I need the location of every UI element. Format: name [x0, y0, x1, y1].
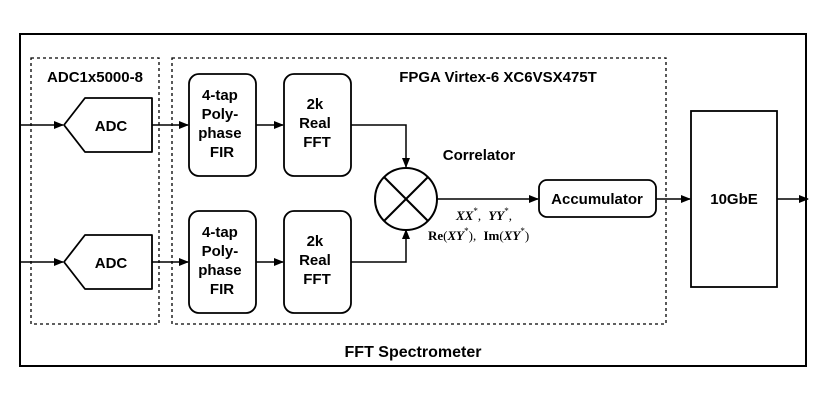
fpga-group-title: FPGA Virtex-6 XC6VSX475T [399, 69, 597, 86]
correlation-products: XX*, YY*, Re(XY*), Im(XY*) [428, 206, 529, 243]
fft-correlator-path-bottom [351, 229, 410, 263]
fir-bottom-line-4: FIR [210, 281, 234, 298]
adc-top-label: ADC [95, 118, 128, 135]
fft-top-text: 2k Real FFT [299, 96, 335, 151]
fir-bottom-line-2: Poly- [202, 243, 239, 260]
fir-bottom-line-3: phase [198, 262, 241, 279]
adc-group-frame [30, 57, 160, 325]
fft-top-line-3: FFT [303, 134, 331, 151]
ethernet-block [690, 110, 778, 288]
fft-bottom-line-1: 2k [307, 233, 324, 250]
products-line-2: Re(XY*), Im(XY*) [428, 226, 529, 243]
fir-bottom-line-1: 4-tap [202, 224, 238, 241]
outer-title: FFT Spectrometer [345, 344, 482, 361]
fpga-group-frame [171, 57, 667, 325]
correlator-label: Correlator [443, 147, 516, 164]
fft-correlator-path-top [351, 124, 410, 168]
adc-bottom-label: ADC [95, 255, 128, 272]
fft-bottom-line-3: FFT [303, 271, 331, 288]
ethernet-label: 10GbE [710, 191, 758, 208]
products-line-1: XX*, YY*, [455, 206, 512, 223]
adc-group-title: ADC1x5000-8 [47, 69, 143, 86]
fir-top-line-2: Poly- [202, 106, 239, 123]
fir-top-line-3: phase [198, 125, 241, 142]
fft-bottom-line-2: Real [299, 252, 331, 269]
fft-top-line-2: Real [299, 115, 331, 132]
accumulator-label: Accumulator [551, 191, 643, 208]
correlator-multiplier-icon [374, 167, 438, 231]
fir-top-line-1: 4-tap [202, 87, 238, 104]
fft-bottom-text: 2k Real FFT [299, 233, 335, 288]
fir-top-text: 4-tap Poly- phase FIR [198, 87, 246, 161]
fir-bottom-text: 4-tap Poly- phase FIR [198, 224, 246, 298]
fft-top-line-1: 2k [307, 96, 324, 113]
fir-top-line-4: FIR [210, 144, 234, 161]
